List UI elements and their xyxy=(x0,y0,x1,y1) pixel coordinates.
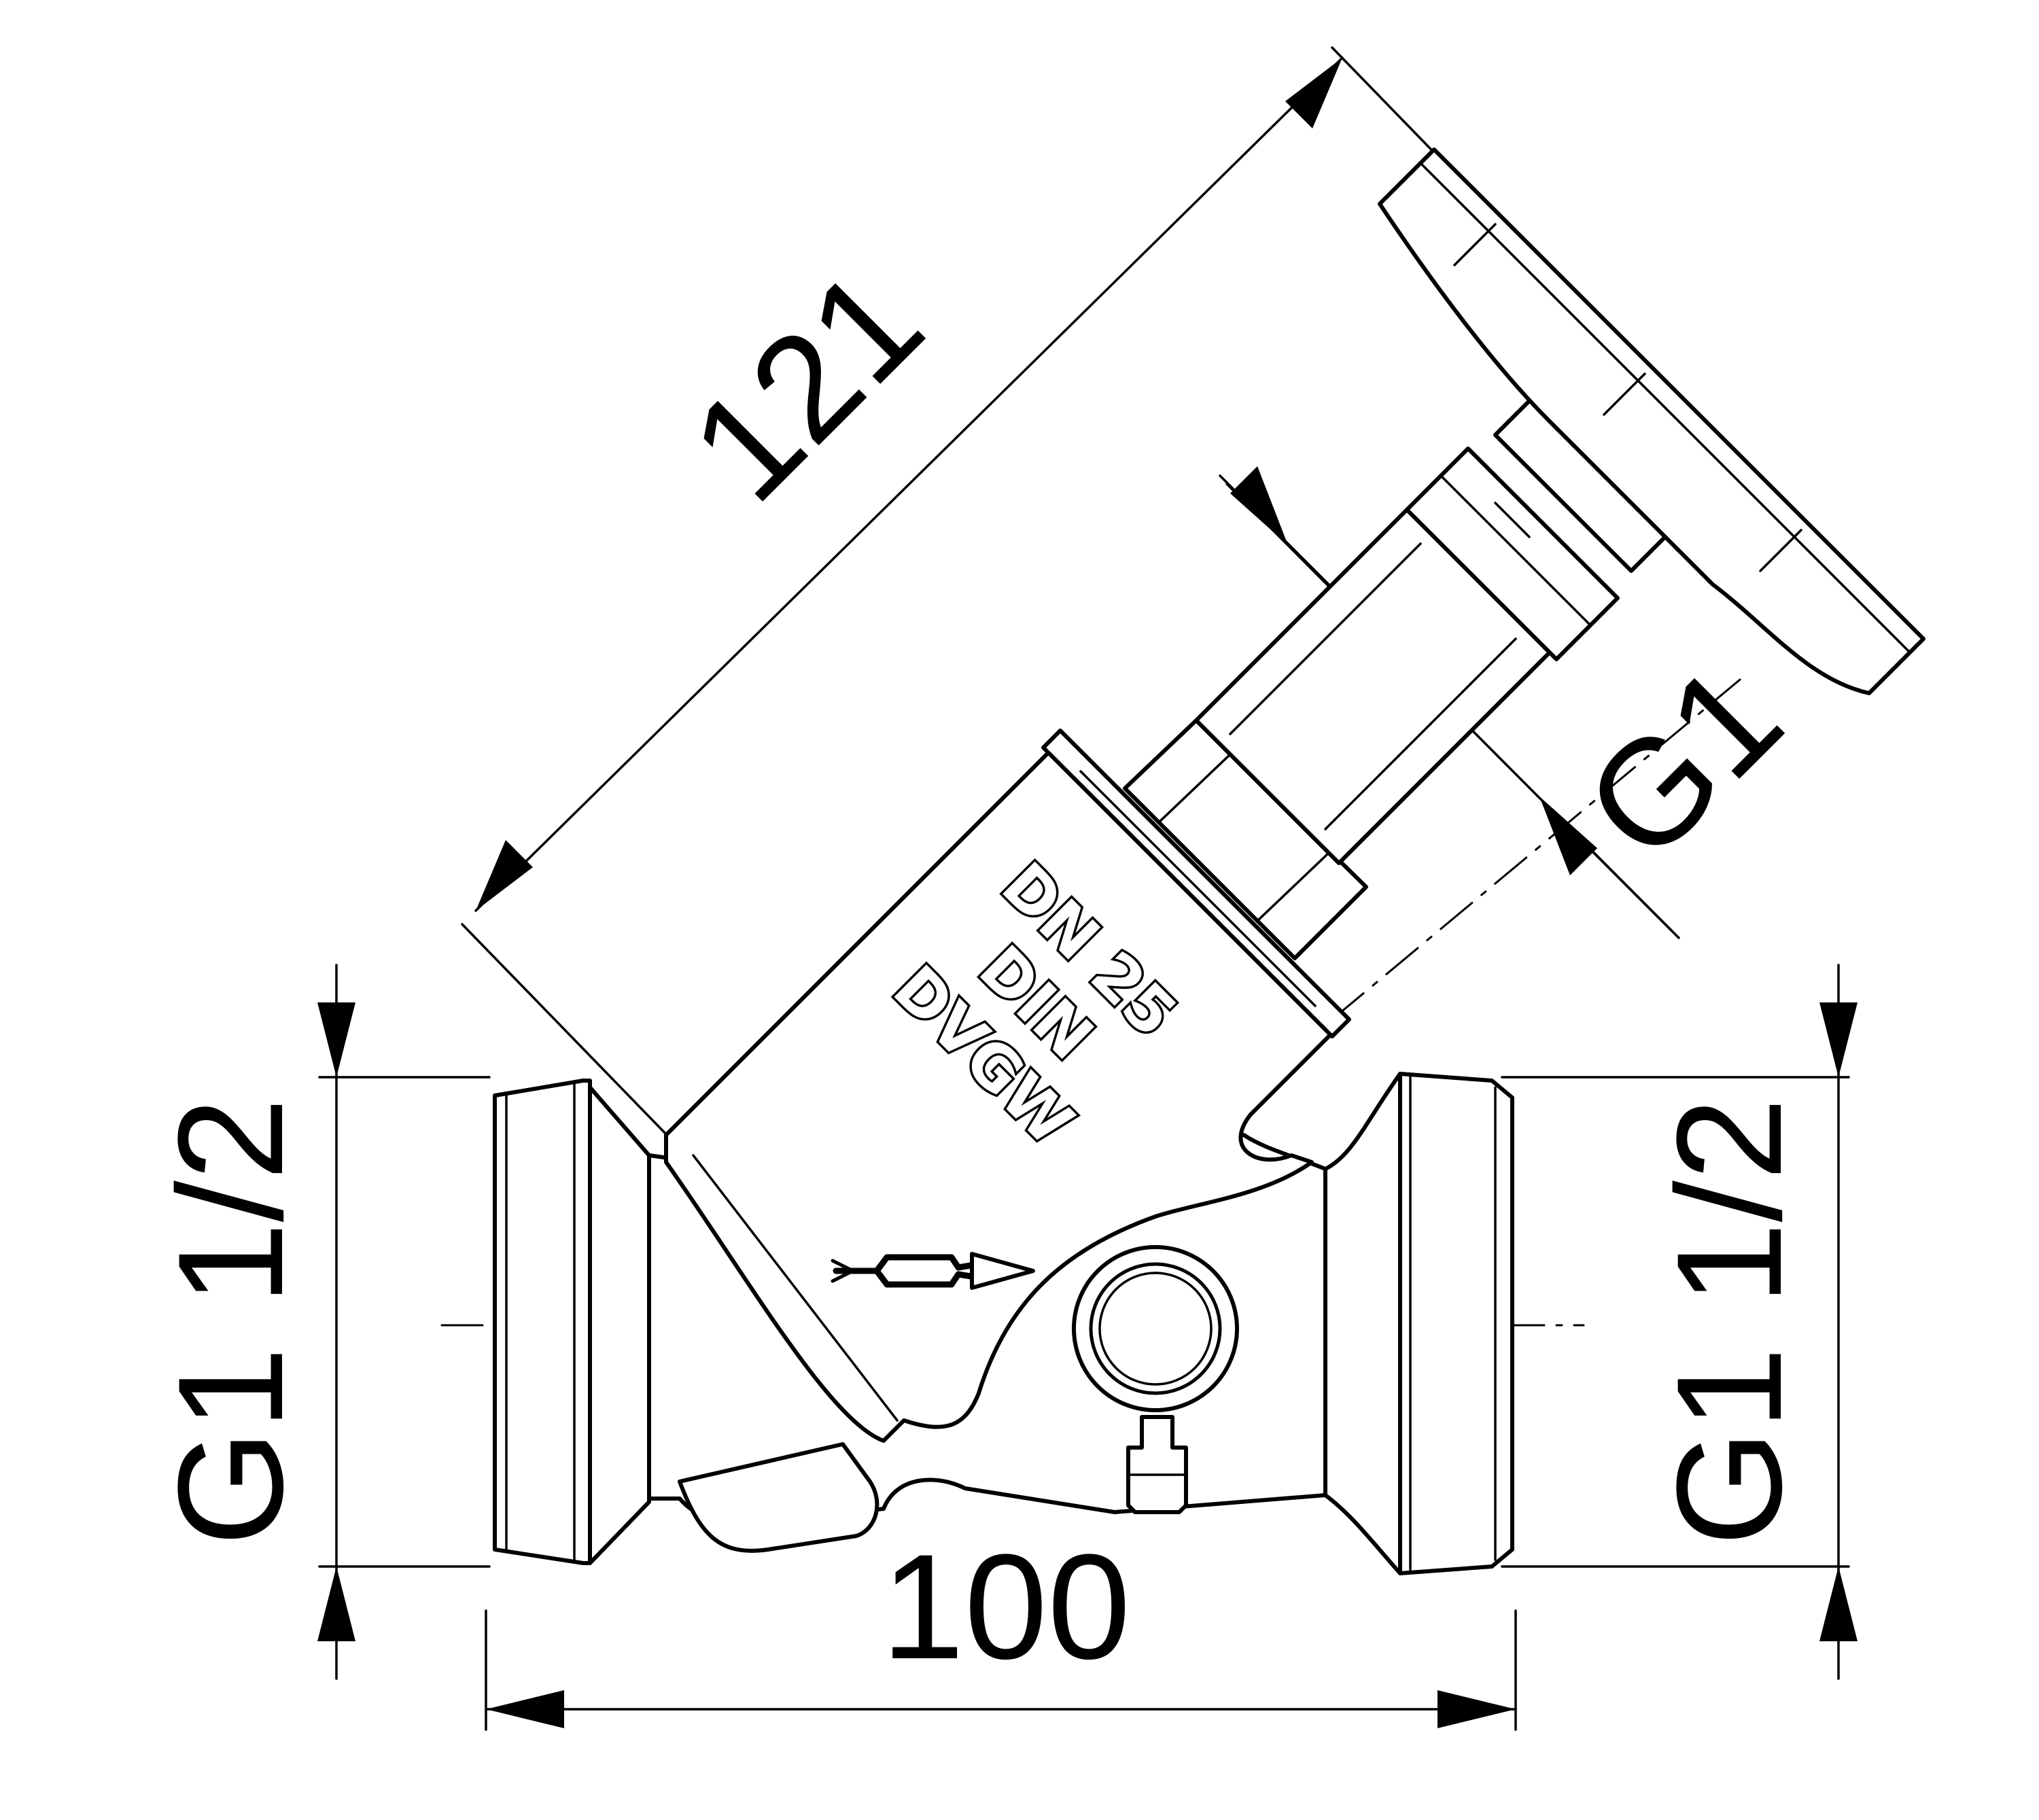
hex-nut xyxy=(1123,718,1368,960)
dimension-overall-length-label: 100 xyxy=(881,1523,1130,1690)
gland-nut xyxy=(1405,447,1620,661)
measuring-port xyxy=(1072,1245,1239,1412)
valve-body xyxy=(493,147,1925,1575)
dimension-outlet-thread: G1 1/2 xyxy=(1501,964,1858,1680)
bonnet xyxy=(664,746,1341,1443)
dimension-inlet-thread: G1 1/2 xyxy=(147,964,491,1680)
dimension-overall-length: 100 xyxy=(485,1523,1517,1731)
handwheel xyxy=(1378,147,1925,695)
flow-direction-icon xyxy=(831,1252,1035,1290)
dimension-inlet-thread-label: G1 1/2 xyxy=(147,1098,314,1546)
inlet-flange xyxy=(493,1079,592,1565)
drain-nipple xyxy=(1126,1415,1188,1514)
drain-plug xyxy=(678,1442,879,1553)
dimension-outlet-thread-label: G1 1/2 xyxy=(1645,1098,1813,1546)
dimension-stem-height-label: 121 xyxy=(659,238,954,533)
